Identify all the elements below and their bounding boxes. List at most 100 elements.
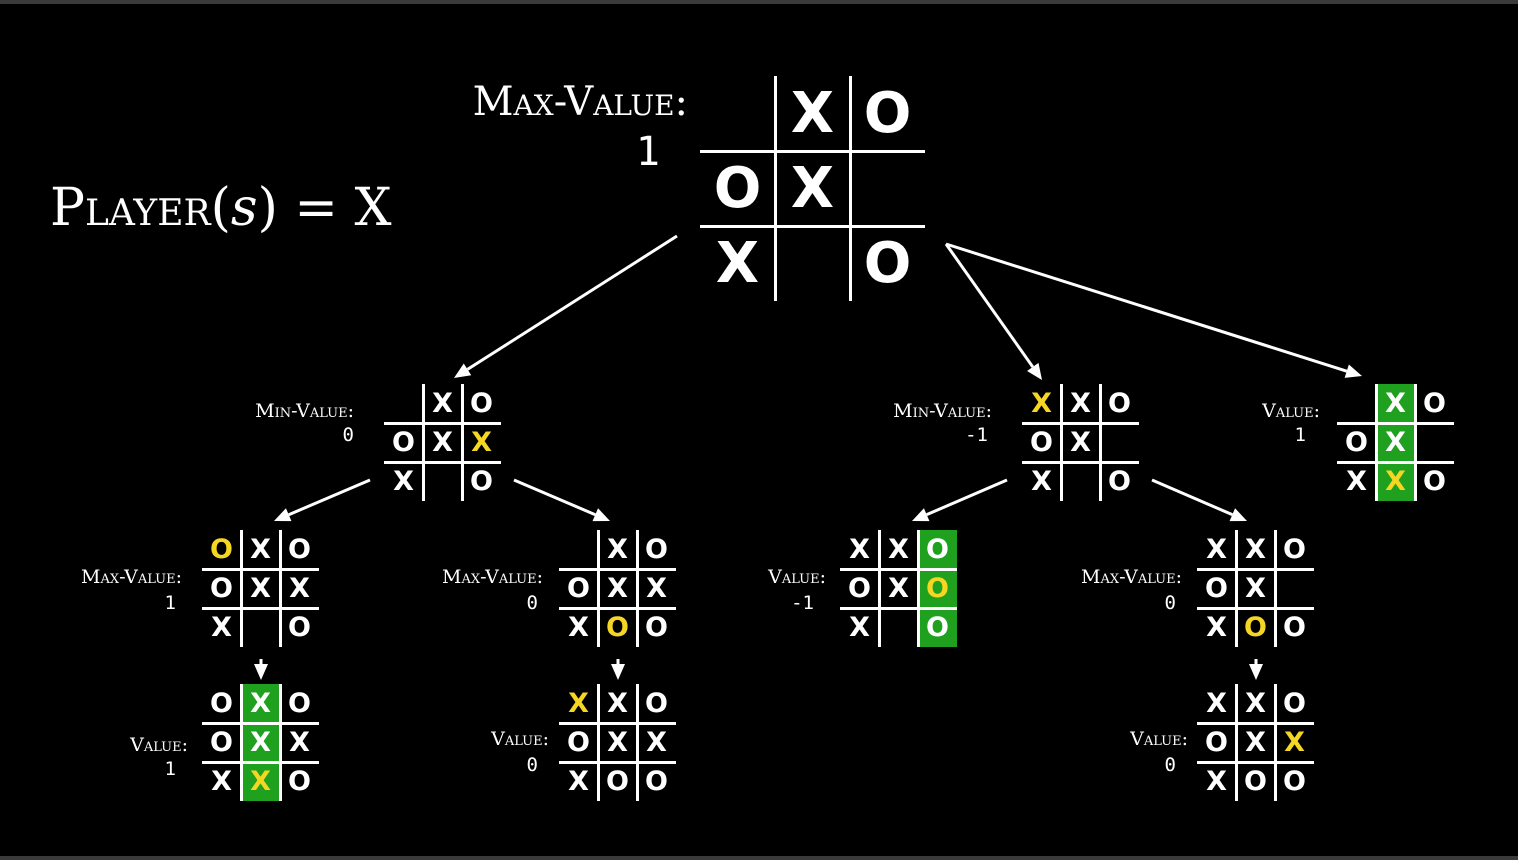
board-cell: O xyxy=(863,230,912,296)
grid-line-horizontal xyxy=(559,606,676,610)
node-label: Value: xyxy=(130,734,188,756)
board-cell xyxy=(1275,569,1314,608)
board-cell: X xyxy=(607,688,628,719)
board-cell: X xyxy=(888,534,909,565)
board-cell: X xyxy=(289,727,310,758)
board-cell: X xyxy=(646,727,667,758)
board-cell: X xyxy=(1206,534,1227,565)
grid-line-vertical xyxy=(916,530,920,647)
board-cell: X xyxy=(607,573,628,604)
board-cell: X xyxy=(1245,534,1266,565)
grid-line-vertical xyxy=(773,76,777,301)
node-label: Value: xyxy=(491,728,549,750)
grid-line-vertical xyxy=(1413,384,1417,501)
grid-line-vertical xyxy=(877,530,881,647)
tree-arrow xyxy=(254,659,268,680)
board-cell xyxy=(1061,462,1100,501)
board-cell: O xyxy=(210,727,233,758)
board-cell: X xyxy=(250,573,271,604)
grid-line-vertical xyxy=(1273,684,1277,801)
board-cell: O xyxy=(1283,612,1306,643)
grid-line-horizontal xyxy=(384,460,501,464)
board-cell: X xyxy=(646,573,667,604)
board-cell: X xyxy=(1031,388,1052,419)
node-value: 1 xyxy=(164,758,176,780)
board-cell: O xyxy=(863,80,912,146)
board-cell: O xyxy=(210,688,233,719)
board-cell: X xyxy=(888,573,909,604)
board-cell: X xyxy=(432,427,453,458)
board-cell: O xyxy=(1108,388,1131,419)
board-cell: X xyxy=(211,766,232,797)
board-cell: O xyxy=(848,573,871,604)
arrow-head xyxy=(1249,664,1263,680)
board-cell: O xyxy=(288,612,311,643)
node-label: Value: xyxy=(1130,728,1188,750)
grid-line-horizontal xyxy=(202,567,319,571)
board-cell: O xyxy=(1423,466,1446,497)
tree-arrow xyxy=(912,478,1008,522)
board-cell: O xyxy=(645,612,668,643)
node-value: 1 xyxy=(1294,424,1306,446)
tree-arrow xyxy=(945,242,1362,378)
grid-line-vertical xyxy=(635,684,639,801)
grid-line-horizontal xyxy=(1197,760,1314,764)
board-cell: X xyxy=(607,727,628,758)
board-cell: X xyxy=(790,80,835,146)
grid-line-vertical xyxy=(1059,384,1063,501)
board-cell: O xyxy=(567,727,590,758)
board-cell: O xyxy=(1283,766,1306,797)
board-cell: X xyxy=(1376,462,1415,501)
board-cell: X xyxy=(790,155,835,221)
arrow-shaft xyxy=(926,478,1008,517)
board-cell: X xyxy=(715,230,760,296)
grid-line-horizontal xyxy=(202,721,319,725)
board-cell: X xyxy=(1070,427,1091,458)
player-function-title: Player(s) = X xyxy=(50,182,392,234)
node-value: 0 xyxy=(526,592,538,614)
board-cell: X xyxy=(849,612,870,643)
grid-line-vertical xyxy=(1374,384,1378,501)
node-value: 1 xyxy=(635,129,660,175)
board-cell: O xyxy=(918,569,957,608)
board-cell: O xyxy=(713,155,762,221)
board-cell xyxy=(775,226,850,301)
board-cell: O xyxy=(645,766,668,797)
board-cell: O xyxy=(1244,766,1267,797)
board-cell: O xyxy=(1108,466,1131,497)
grid-line-horizontal xyxy=(384,421,501,425)
board-cell: X xyxy=(607,534,628,565)
board-cell: O xyxy=(1423,388,1446,419)
board-cell: O xyxy=(1283,688,1306,719)
board-cell xyxy=(241,608,280,647)
board-cell: O xyxy=(392,427,415,458)
board-cell: X xyxy=(1206,688,1227,719)
grid-line-vertical xyxy=(278,530,282,647)
board-cell: X xyxy=(241,723,280,762)
grid-line-vertical xyxy=(239,684,243,801)
board-cell: X xyxy=(568,766,589,797)
tree-arrow xyxy=(454,234,678,378)
board-cell: X xyxy=(289,573,310,604)
board-cell: O xyxy=(1244,612,1267,643)
grid-line-vertical xyxy=(635,530,639,647)
board-cell: X xyxy=(1206,766,1227,797)
board-cell: O xyxy=(210,573,233,604)
tree-arrow xyxy=(1249,659,1263,680)
board-cell xyxy=(1415,423,1454,462)
tree-arrow xyxy=(274,478,371,522)
board-cell: O xyxy=(288,688,311,719)
grid-line-horizontal xyxy=(1197,721,1314,725)
grid-line-horizontal xyxy=(1197,567,1314,571)
board-cell: X xyxy=(1245,727,1266,758)
arrow-head xyxy=(592,508,610,522)
grid-line-vertical xyxy=(848,76,852,301)
grid-line-vertical xyxy=(239,530,243,647)
board-cell: X xyxy=(241,684,280,723)
grid-line-vertical xyxy=(460,384,464,501)
grid-line-vertical xyxy=(596,684,600,801)
